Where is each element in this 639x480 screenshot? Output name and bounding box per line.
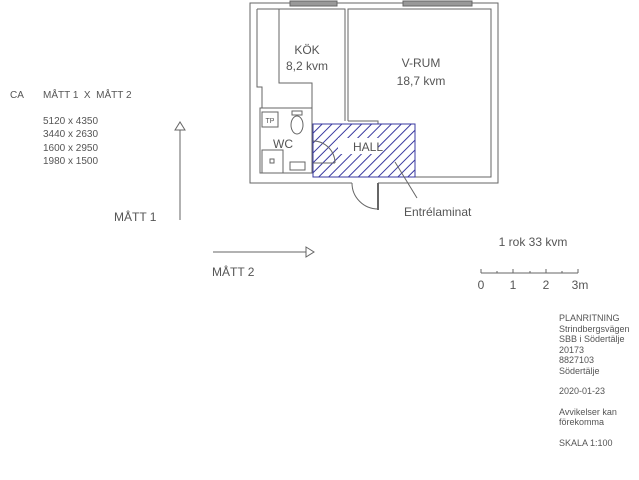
shower-icon [261, 149, 284, 174]
matt2-label: MÅTT 2 [212, 264, 255, 279]
living-room-wall [347, 8, 492, 178]
hall-label-bg [338, 138, 378, 154]
annotation-label: Entrélaminat [404, 205, 472, 219]
room-name-hall: HALL [353, 140, 383, 154]
room-area-vrum: 18,7 kvm [397, 74, 446, 88]
info-scale: SKALA 1:100 [559, 437, 613, 448]
annotation-leader [394, 161, 418, 199]
living-room-wall [348, 120, 379, 124]
info-block: PLANRITNING Strindbergsvägen SBB i Söder… [559, 313, 635, 448]
kitchen-wall [256, 9, 263, 108]
toilet-tank [291, 110, 303, 116]
entrance-door-swing [351, 182, 379, 210]
scale-tick-label: 3m [572, 278, 589, 292]
room-name-vrum: V-RUM [402, 56, 441, 70]
info-line: 8827103 [559, 355, 595, 365]
dimension-item: 1600 x 2950 [43, 142, 99, 154]
info-title: PLANRITNING [559, 313, 620, 323]
legend-prefix: CA [10, 90, 24, 101]
kitchen-counter [278, 9, 313, 108]
arrow-right-icon [305, 246, 315, 258]
room-name-wc: WC [273, 137, 293, 151]
dimension-list: 5120 x 4350 3440 x 2630 1600 x 2950 1980… [43, 115, 98, 168]
scale-tick-label: 2 [543, 278, 550, 292]
tp-label: TP [266, 118, 275, 125]
info-note: Avvikelser kan förekomma [559, 406, 617, 428]
sink-icon [289, 161, 306, 171]
room-name-kok: KÖK [294, 43, 319, 57]
window [402, 0, 473, 7]
info-line: 20173 [559, 344, 585, 355]
info-line: Södertälje [559, 365, 600, 376]
scale-tick-label: 1 [510, 278, 517, 292]
drain-icon [269, 158, 275, 164]
scale-tick-label: 0 [478, 278, 485, 292]
legend-header: MÅTT 1 X MÅTT 2 [43, 90, 132, 101]
info-line: SBB i Södertälje [559, 334, 625, 344]
info-date: 2020-01-23 [559, 386, 606, 396]
dimension-item: 3440 x 2630 [43, 129, 99, 141]
tp-box [261, 111, 279, 128]
toilet-icon [290, 115, 304, 135]
arrow-up-icon [174, 121, 186, 131]
wc-door-swing [312, 140, 336, 164]
dimension-item: 1980 x 1500 [43, 155, 99, 167]
apartment-summary: 1 rok 33 kvm [499, 235, 568, 249]
matt1-label: MÅTT 1 [114, 209, 157, 224]
room-area-kok: 8,2 kvm [286, 59, 328, 73]
window [289, 0, 338, 7]
info-line: Strindbergsvägen [559, 323, 630, 334]
kitchen-wall [257, 8, 346, 121]
dimension-item: 5120 x 4350 [43, 116, 99, 127]
